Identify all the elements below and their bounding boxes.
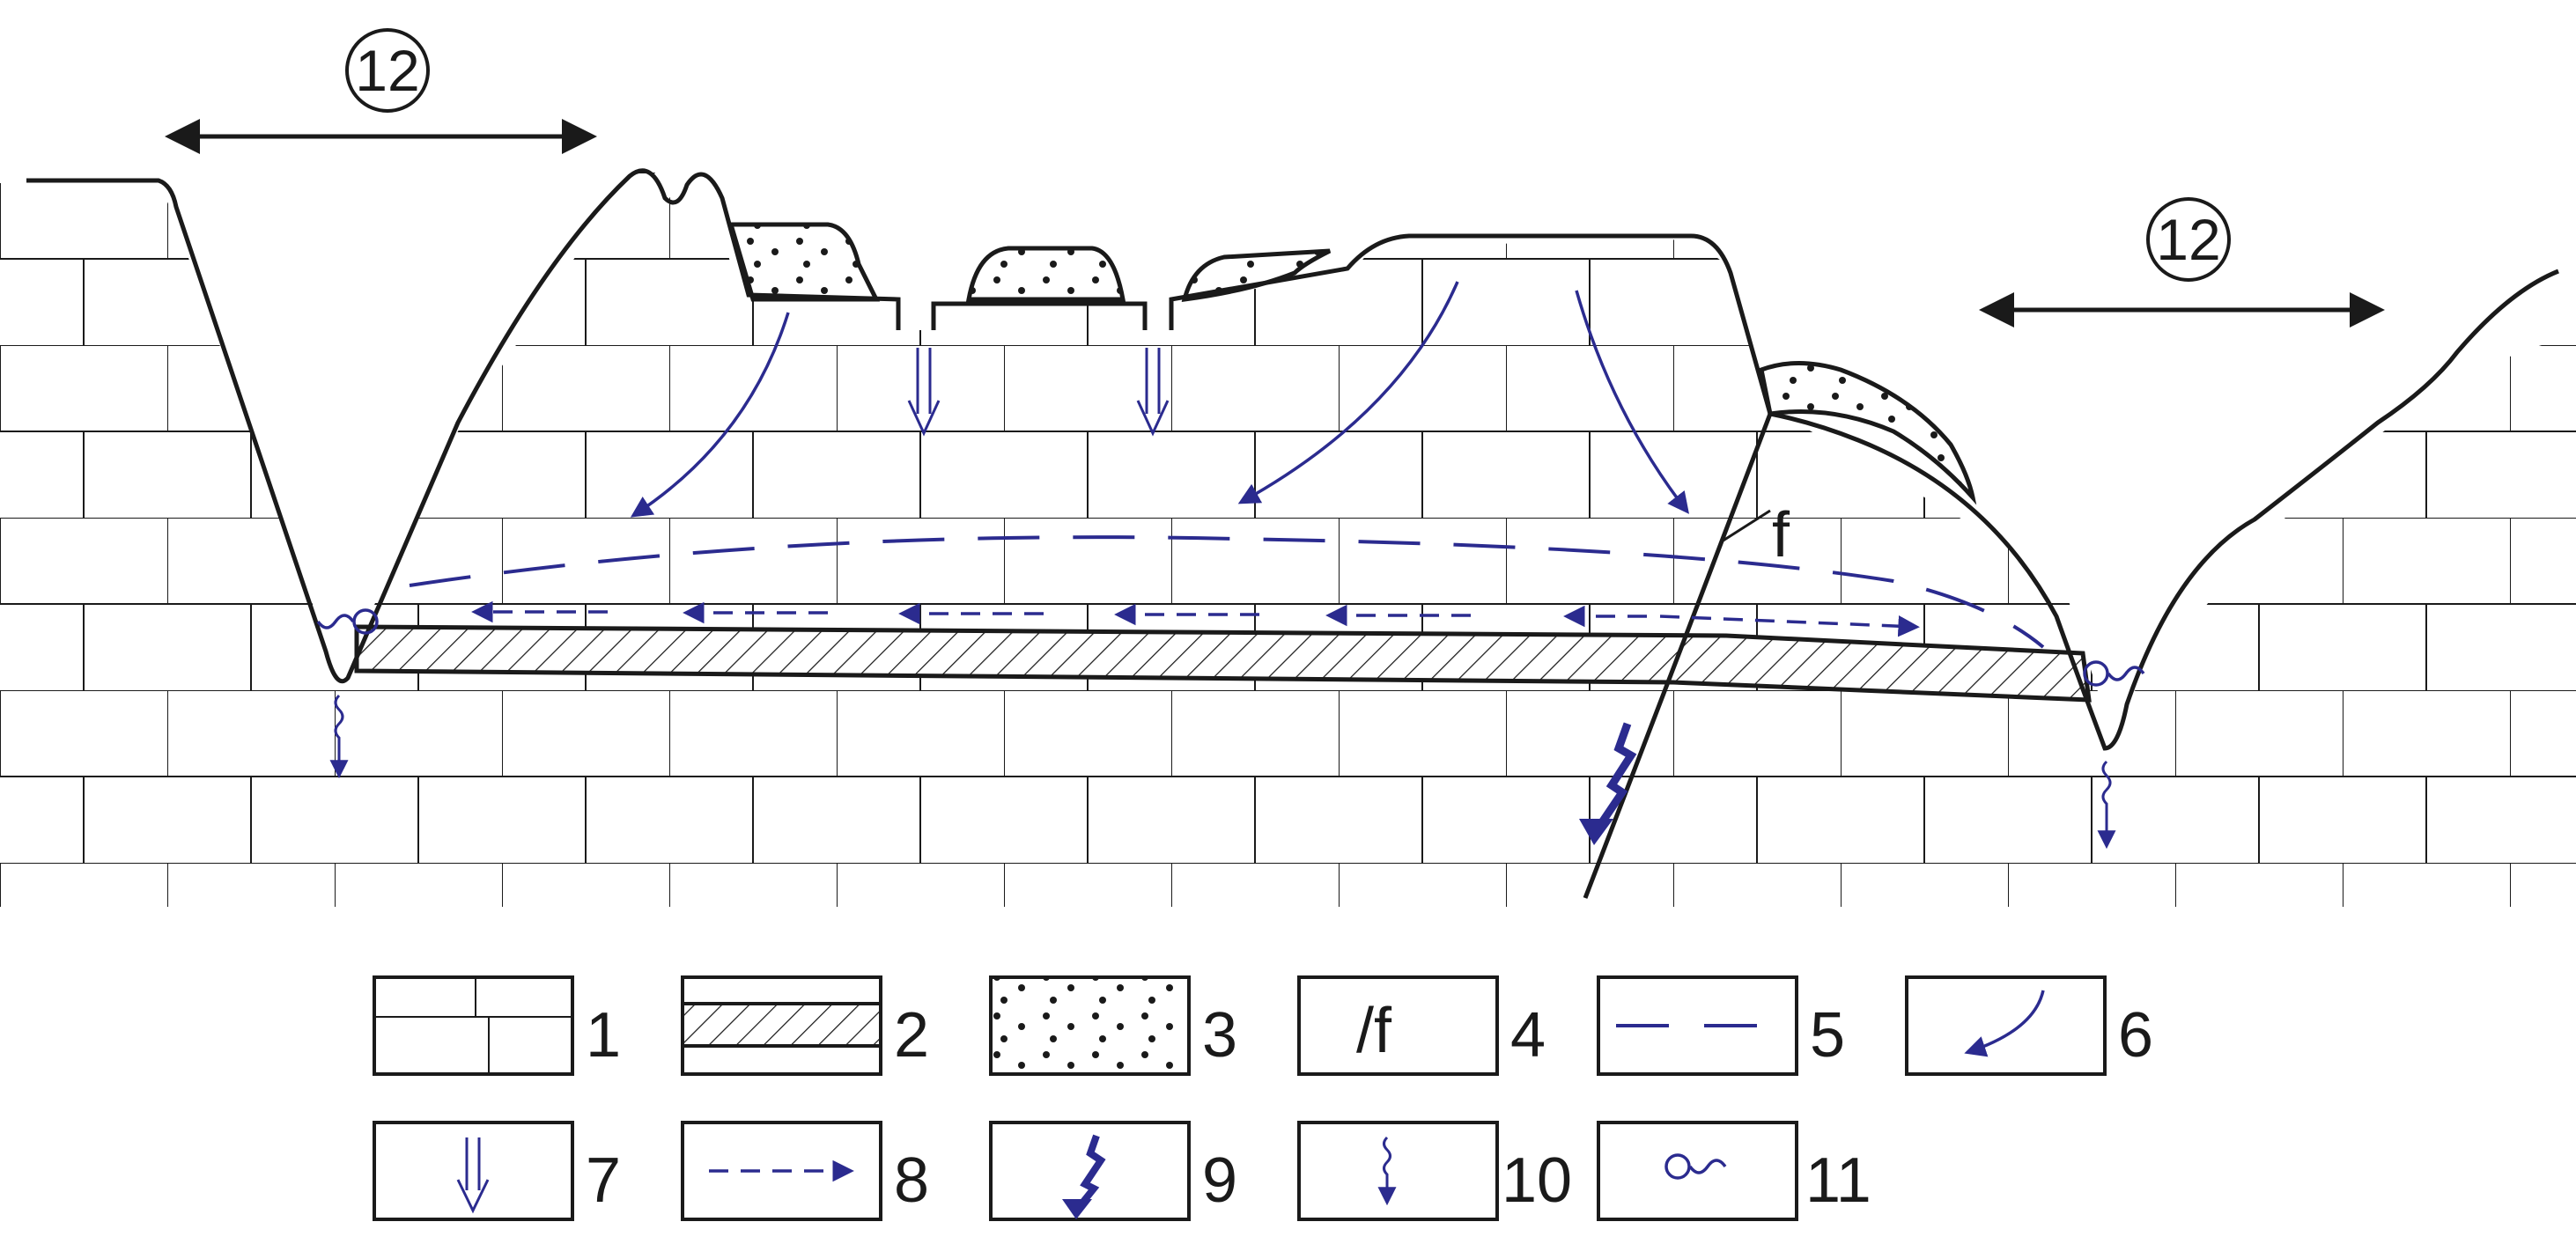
legend-number-5: 5 (1810, 1000, 1845, 1071)
sand-deposits (727, 222, 1977, 505)
legend-number-8: 8 (894, 1145, 929, 1216)
legend-item-1: 1 (373, 975, 621, 1076)
legend-number-1: 1 (586, 1000, 621, 1071)
fault-leakage-arrow (1595, 722, 1637, 830)
legend-item-6: 6 (1905, 975, 2153, 1076)
legend-item-4: /f 4 (1297, 975, 1546, 1076)
springs (316, 608, 2145, 687)
legend: 1 2 3 /f 4 5 6 (373, 975, 2153, 1221)
scale-label-left: 12 (355, 38, 419, 103)
doline-recharge-arrows (907, 348, 1170, 437)
legend-item-10: 10 (1297, 1121, 1572, 1221)
fault-label: f (1772, 500, 1790, 570)
wavy-down-arrows (329, 694, 2116, 850)
legend-number-6: 6 (2118, 1000, 2153, 1071)
legend-number-3: 3 (1202, 1000, 1237, 1071)
legend-number-2: 2 (894, 1000, 929, 1071)
legend-item-7: 7 (373, 1121, 621, 1221)
legend-number-7: 7 (586, 1145, 621, 1216)
groundwater-flow-arrows (471, 600, 1920, 637)
ground-surface (26, 168, 2559, 751)
legend-number-10: 10 (1502, 1145, 1572, 1216)
fault-line (1583, 413, 1773, 899)
legend-item-2: 2 (681, 975, 929, 1076)
infiltration-arrows (630, 281, 1689, 518)
legend-number-9: 9 (1202, 1145, 1237, 1216)
scale-marker-left: 12 (165, 28, 597, 154)
legend-item-3: 3 (989, 975, 1237, 1076)
legend-number-11: 11 (1805, 1145, 1871, 1216)
legend-item-5: 5 (1597, 975, 1845, 1076)
legend-item-9: 9 (989, 1121, 1237, 1221)
water-table (409, 535, 2045, 649)
legend-item-8: 8 (681, 1121, 929, 1221)
legend-item-11: 11 (1597, 1121, 1871, 1221)
scale-label-right: 12 (2156, 207, 2220, 272)
legend-number-4: 4 (1510, 1000, 1546, 1071)
legend-fault-symbol: /f (1356, 996, 1392, 1066)
scale-marker-right: 12 (1979, 197, 2385, 328)
